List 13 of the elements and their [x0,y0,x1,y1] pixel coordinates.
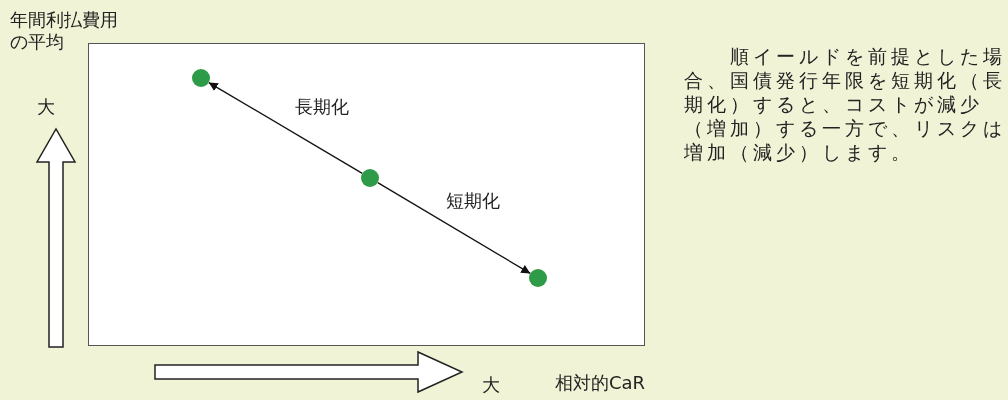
dot [361,169,379,187]
axis-title: 年間利払費用の平均 [10,9,119,53]
edge-label: 長期化 [295,96,349,118]
dot [529,269,547,287]
axis-label: 大 [482,374,501,396]
edge-label: 短期化 [446,190,500,212]
dot [192,69,210,87]
axis-title: 相対的CaR [555,372,647,394]
arrow [377,181,531,275]
note-text: 順イールドを前提とした場合、国債発行年限を短期化（長期化）すると、コストが減少（増加）する一方で、リスクは増加（減少）します。 [684,44,1007,164]
plot-box [88,43,645,346]
arrow [208,81,363,175]
axis-label: 大 [37,96,56,118]
